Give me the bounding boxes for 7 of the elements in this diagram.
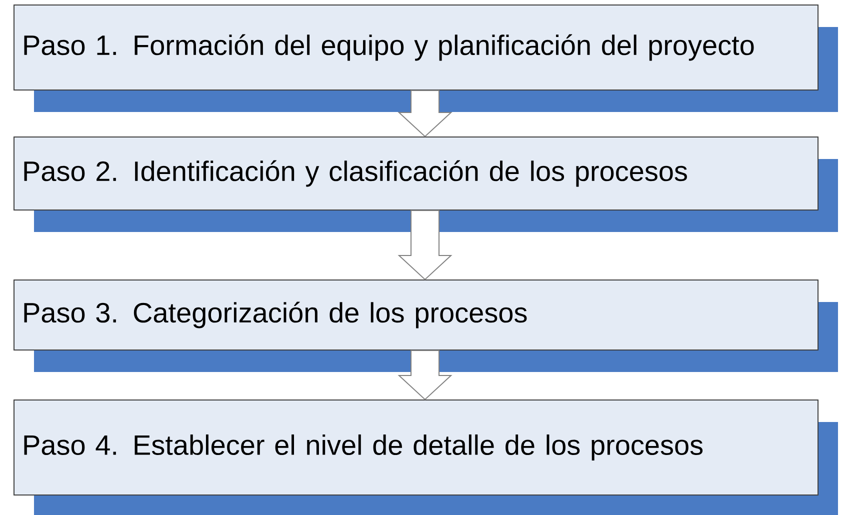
process-box: Paso 2. Identificación y clasificación de los procesos <box>14 136 838 232</box>
process-box: Paso 3. Categorización de los procesos <box>14 280 838 372</box>
process-box: Paso 1. Formación del equipo y planificación del proyecto <box>14 4 838 112</box>
process-box: Paso 4. Establecer el nivel de detalle de los procesos <box>14 400 838 515</box>
arrow <box>398 90 452 138</box>
arrow <box>398 210 452 280</box>
arrow <box>398 350 452 400</box>
